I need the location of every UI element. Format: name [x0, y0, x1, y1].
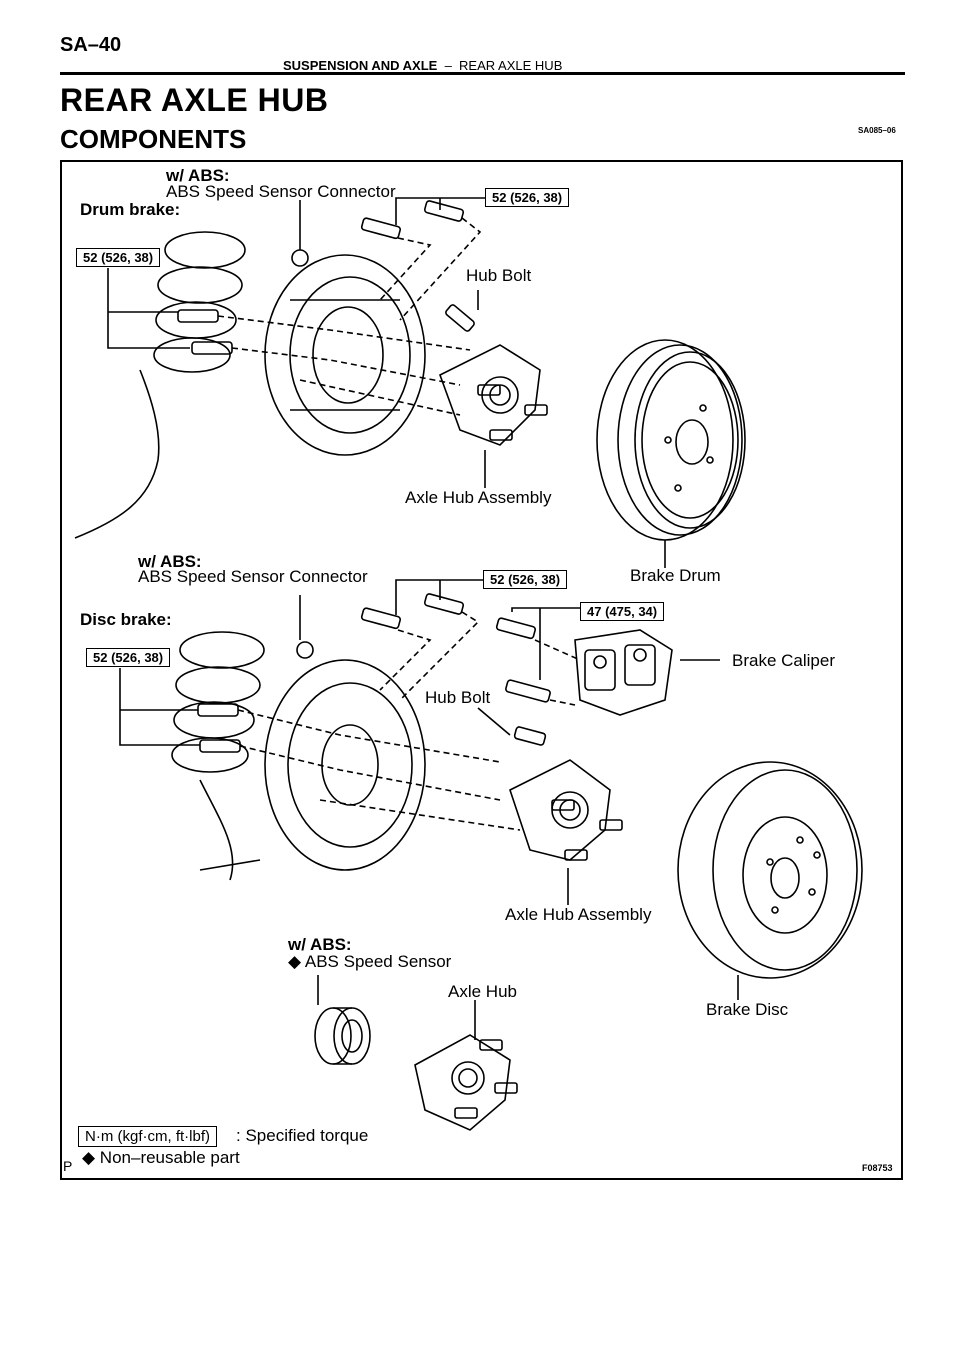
drum-torque-top: 52 (526, 38) — [485, 188, 570, 207]
section-heading-sub: REAR AXLE HUB — [459, 58, 563, 73]
hub-bolt-leader-disc — [477, 707, 511, 736]
drum-axle-hub-assembly-label: Axle Hub Assembly — [405, 488, 552, 507]
brake-drum-part — [596, 339, 746, 541]
axle-hub-assembly-disc — [509, 759, 623, 861]
coil-spring-drum — [153, 231, 246, 373]
brake-caliper-part — [574, 629, 673, 716]
doc-code: SA085–06 — [858, 126, 896, 135]
body-outline — [74, 369, 160, 539]
torque-leader-caliper — [511, 607, 580, 680]
bolts-left-disc — [197, 703, 241, 753]
abs-speed-sensor-part — [314, 1007, 371, 1065]
bolts-caliper — [495, 617, 551, 703]
bolts-top-drum — [360, 200, 465, 240]
torque-leader-left-disc — [119, 668, 200, 746]
disc-torque-caliper: 47 (475, 34) — [580, 602, 665, 621]
drum-brake-label: Drum brake: — [80, 200, 181, 219]
axle-hub-assembly-drum — [439, 344, 548, 446]
brake-disc-part — [677, 761, 863, 979]
legend-torque-unit: N·m (kgf·cm, ft·lbf) — [78, 1126, 217, 1147]
brake-disc-label: Brake Disc — [706, 1000, 789, 1019]
torque-leader-top-drum — [395, 197, 485, 225]
section-heading: SUSPENSION AND AXLE – REAR AXLE HUB — [283, 58, 562, 73]
drum-hub-bolt-label: Hub Bolt — [466, 266, 532, 285]
torque-leader-left-drum — [107, 268, 190, 349]
disc-axle-hub-assembly-label: Axle Hub Assembly — [505, 905, 652, 924]
section-heading-dash: – — [444, 58, 452, 73]
brake-drum-label: Brake Drum — [630, 566, 721, 585]
hub-bolt-disc — [513, 726, 547, 746]
disc-brake-label: Disc brake: — [80, 610, 172, 629]
backing-plate-drum — [264, 249, 426, 456]
legend-torque-desc: : Specified torque — [236, 1126, 369, 1145]
page-number: SA–40 — [60, 34, 122, 56]
header-rule — [60, 72, 905, 75]
disc-hub-bolt-label: Hub Bolt — [425, 688, 491, 707]
corner-letter: P — [63, 1158, 73, 1174]
disc-torque-left: 52 (526, 38) — [86, 648, 171, 667]
sensor-wabs-label: w/ ABS: — [288, 935, 352, 954]
drum-wabs-label: w/ ABS: — [166, 166, 230, 185]
abs-speed-sensor-label: ◆ ABS Speed Sensor — [288, 952, 452, 971]
figure-code: F08753 — [862, 1163, 893, 1173]
coil-spring-disc — [171, 631, 265, 881]
axle-hub-part — [414, 1034, 518, 1131]
brake-caliper-label: Brake Caliper — [732, 651, 835, 670]
page-title: REAR AXLE HUB — [60, 82, 329, 118]
figure-frame — [60, 160, 903, 1180]
bolt-paths-drum — [217, 217, 482, 416]
disc-torque-top: 52 (526, 38) — [483, 570, 568, 589]
backing-plate-disc — [264, 641, 426, 871]
torque-leader-top-disc — [395, 579, 485, 615]
axle-hub-label: Axle Hub — [448, 982, 517, 1001]
page-subtitle: COMPONENTS — [60, 124, 247, 154]
drum-torque-left: 52 (526, 38) — [76, 248, 161, 267]
disc-wabs-label: w/ ABS: — [138, 552, 202, 571]
legend-non-reusable: ◆ Non–reusable part — [82, 1148, 240, 1167]
disc-sensor-connector-label: ABS Speed Sensor Connector — [138, 567, 368, 586]
bolt-paths-disc — [237, 611, 581, 831]
section-heading-bold: SUSPENSION AND AXLE — [283, 58, 438, 73]
bolts-top-disc — [360, 593, 465, 630]
hub-bolt-drum — [445, 304, 475, 332]
drum-sensor-connector-label: ABS Speed Sensor Connector — [166, 182, 396, 201]
